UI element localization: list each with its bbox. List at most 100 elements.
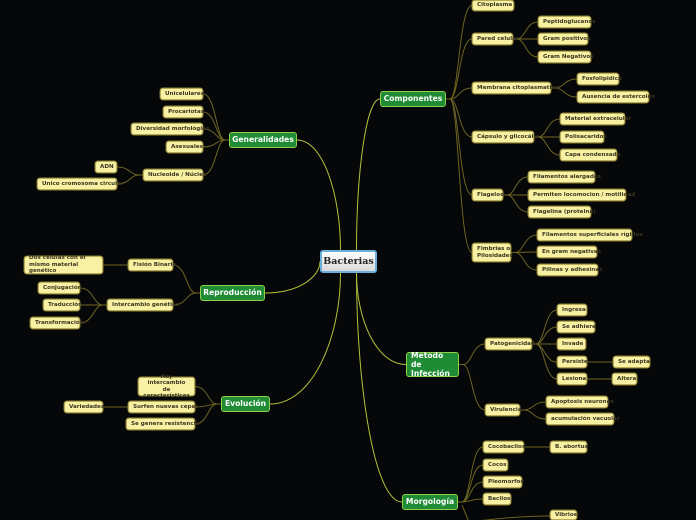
topic-morgologia[interactable]: Morgología [402, 494, 458, 510]
node-invade[interactable]: Invade [557, 338, 586, 350]
topic-generalidades[interactable]: Generalidades [229, 132, 297, 148]
node-peptidoglucanos[interactable]: Peptidoglucanos [538, 16, 596, 28]
node-bacilos[interactable]: Bacilos [483, 493, 511, 505]
node-cocos[interactable]: Cocos [483, 459, 508, 471]
sub-branch-line [194, 386, 221, 405]
node-asexuales[interactable]: Asexuales [166, 141, 203, 153]
sub-branch-line [551, 87, 578, 98]
node-vibrios[interactable]: Vibrios [550, 510, 577, 520]
node-en-gram-negativas[interactable]: En gram negativas [537, 246, 601, 258]
node-capsulo[interactable]: Cápsulo y glicocálix [472, 131, 539, 143]
sub-branch-line [532, 309, 558, 345]
node-adn[interactable]: ADN [95, 161, 117, 173]
node-transformacion[interactable]: Transformación [30, 317, 84, 329]
sub-branch-line [446, 38, 473, 100]
node-intercambio-genetico[interactable]: Intercambio genético [107, 299, 179, 311]
node-conjugacion[interactable]: Conjugación [38, 282, 82, 294]
sub-branch-line [459, 343, 486, 365]
node-unicelulares[interactable]: Unicelulares [160, 88, 204, 100]
main-branch-line [269, 272, 341, 405]
sub-branch-line [446, 98, 473, 138]
sub-branch-line [446, 87, 473, 100]
sub-branch-line [446, 98, 473, 253]
topic-componentes[interactable]: Componentes [380, 91, 446, 107]
node-nuevas-cepas[interactable]: Surfen nuevas cepas [128, 401, 199, 413]
node-acumulacion-vacuolar[interactable]: acumulación vacuolar [546, 413, 620, 425]
main-branch-line [264, 261, 321, 294]
sub-branch-line [461, 504, 469, 520]
sub-branch-line [520, 409, 547, 420]
sub-branch-line [202, 93, 229, 141]
main-branch-line [356, 272, 403, 503]
sub-branch-line [511, 252, 538, 271]
node-se-adhiere[interactable]: Se adhiere [557, 321, 596, 333]
node-filamentos-superficiales[interactable]: Filamentos superficiales rígidos [537, 229, 643, 241]
node-capa-condensada[interactable]: Capa condensada [560, 149, 620, 161]
node-membrana[interactable]: Membrana citoplasmatica [472, 82, 559, 94]
node-pleomorfos[interactable]: Pleomorfos [483, 476, 524, 488]
node-altera[interactable]: Altera [612, 373, 637, 385]
main-branch-line [356, 98, 381, 251]
sub-branch-line [172, 292, 200, 306]
sub-branch-line [79, 304, 107, 324]
sub-branch-line [202, 139, 229, 148]
node-virulencia[interactable]: Virulencia [485, 404, 522, 416]
sub-branch-line [116, 174, 143, 185]
sub-branch-line [459, 364, 486, 411]
node-traduccion[interactable]: Traducción [43, 299, 82, 311]
node-filamentos-alargados[interactable]: Filamentos alargados [528, 171, 601, 183]
node-material-extracelular[interactable]: Material extracelular [560, 113, 631, 125]
node-ausencia-estercoles[interactable]: Ausencia de estercoles [577, 91, 655, 103]
node-polisacaridos[interactable]: Polisacaridos [560, 131, 607, 143]
sub-branch-line [503, 194, 529, 213]
sub-branch-line [79, 287, 107, 306]
node-patogenicidad[interactable]: Patogenicidad [485, 338, 535, 350]
node-persiste[interactable]: Persiste [557, 356, 588, 368]
sub-branch-line [520, 401, 547, 411]
sub-branch-line [503, 176, 529, 196]
node-diversidad[interactable]: Diversidad morfológica [131, 123, 209, 135]
main-branch-line [296, 139, 341, 251]
sub-branch-line [532, 343, 558, 380]
sub-branch-line [116, 166, 143, 176]
sub-branch-line [534, 136, 561, 156]
sub-branch-line [194, 403, 221, 425]
node-cocobacilos[interactable]: Cocobacilos [483, 441, 525, 453]
node-nucleoide[interactable]: Nucleoide / Núcleo [143, 169, 207, 181]
sub-branch-line [446, 5, 473, 100]
sub-branch-line [172, 264, 200, 294]
node-pilinas[interactable]: Pilinas y adhesinas [537, 264, 602, 276]
node-fision-binaria[interactable]: Fisión Binaria [128, 259, 176, 271]
node-ingresa[interactable]: Ingresa [557, 304, 587, 316]
topic-reproduccion[interactable]: Reproducción [200, 285, 265, 301]
sub-branch-line [458, 498, 484, 503]
node-apoptosis[interactable]: Apoptosis neuronas [546, 396, 614, 408]
node-locomocion[interactable]: Permiten locomocion / motilidad [528, 189, 635, 201]
node-variedades[interactable]: Variedades [64, 401, 104, 413]
sub-branch-line [446, 98, 473, 196]
node-pared-celular[interactable]: Pared celular [472, 33, 519, 45]
node-hay-intercambio[interactable]: Hay intercambio de características [138, 374, 195, 399]
node-citoplasma[interactable]: Citoplasma [472, 0, 514, 11]
node-se-adapta[interactable]: Se adapta [613, 356, 650, 368]
sub-branch-line [202, 139, 229, 176]
sub-branch-line [458, 464, 484, 503]
node-flagelina[interactable]: Flagelina (proteina) [528, 206, 596, 218]
topic-metodo-infeccion[interactable]: Metodo de Infección [406, 351, 459, 378]
node-procariotas[interactable]: Procariotas [163, 106, 204, 118]
sub-branch-line [511, 234, 538, 253]
central-topic[interactable]: Bacterias [320, 250, 377, 273]
node-gram-positivos[interactable]: Gram positivos [538, 33, 590, 45]
node-lesiona[interactable]: Lesiona [557, 373, 587, 385]
node-cromosoma[interactable]: Unico cromosoma circular [37, 178, 124, 190]
node-gram-negativos[interactable]: Gram Negativos [538, 51, 594, 63]
node-b-abortus[interactable]: B. abortus [550, 441, 588, 453]
node-resistencia[interactable]: Se genera resistencia [126, 418, 199, 430]
node-fimbrias[interactable]: Fimbrias o Pilosidades [472, 243, 513, 262]
node-dos-celulas[interactable]: Dos células con el mismo material genéti… [24, 255, 103, 274]
node-flagelos[interactable]: Flagelos [472, 189, 503, 201]
main-branch-line [356, 272, 407, 365]
node-fosfolipidica[interactable]: Fosfolipidica [577, 73, 622, 85]
topic-evolucion[interactable]: Evolución [221, 396, 270, 412]
